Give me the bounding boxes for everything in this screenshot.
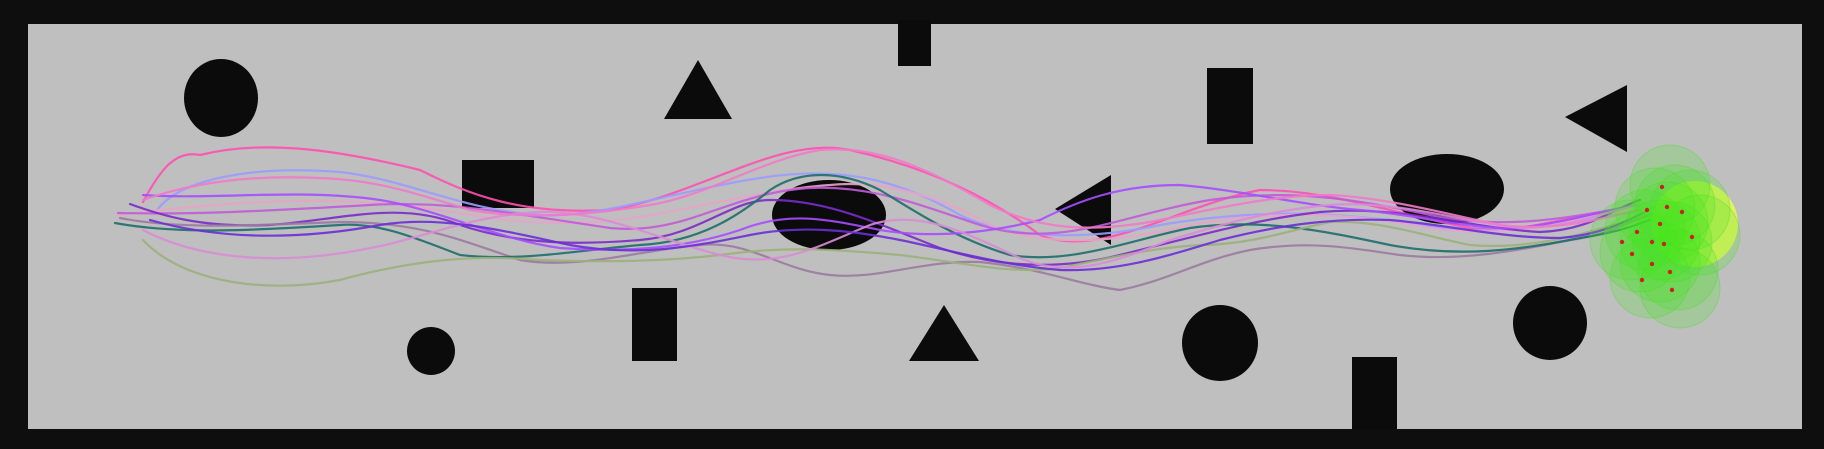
agent-marker (1649, 261, 1655, 267)
agent-disc (1619, 199, 1701, 281)
obstacle-triangle-left (1565, 85, 1627, 152)
obstacle-rectangle (632, 288, 677, 361)
agent-disc (1629, 144, 1711, 226)
agent-disc (1637, 229, 1719, 311)
agent-marker (1634, 229, 1640, 235)
trajectory-path (141, 218, 1632, 287)
agent-marker (1664, 204, 1670, 210)
trajectory-path (128, 198, 1642, 266)
agent-disc (1589, 199, 1671, 281)
agent-marker (1659, 184, 1665, 190)
trajectory-path (141, 148, 1642, 229)
agent-marker (1689, 234, 1695, 240)
agent-disc (1649, 169, 1731, 251)
agents-layer (1589, 144, 1741, 329)
agent-marker (1619, 239, 1625, 245)
goal-region (1652, 181, 1738, 267)
agent-marker (1629, 251, 1635, 257)
wall-stub-top (898, 20, 931, 66)
trajectory-path (113, 174, 1652, 259)
agent-marker (1661, 241, 1667, 247)
agent-marker (1667, 269, 1673, 275)
agent-disc (1599, 211, 1681, 293)
trajectory-path (148, 210, 1647, 272)
agent-disc (1614, 167, 1696, 249)
obstacle-triangle-up (909, 305, 979, 361)
obstacle-circle (407, 327, 455, 375)
agent-marker (1679, 209, 1685, 215)
agent-disc (1659, 194, 1741, 276)
agent-marker (1669, 287, 1675, 293)
obstacle-triangle-up (664, 60, 732, 119)
obstacle-ellipse (184, 59, 258, 137)
agent-disc (1609, 237, 1691, 319)
agent-disc (1604, 189, 1686, 271)
obstacle-circle (1182, 305, 1258, 381)
agent-marker (1649, 239, 1655, 245)
trajectory-path (141, 203, 1642, 269)
agent-marker (1644, 207, 1650, 213)
trajectory-path (141, 183, 1642, 251)
obstacle-circle (1513, 286, 1587, 360)
obstacle-rectangle (1207, 68, 1253, 144)
agent-disc (1634, 164, 1716, 246)
agent-marker (1639, 277, 1645, 283)
trajectories-layer (113, 146, 1652, 292)
agent-disc (1639, 247, 1721, 329)
agent-marker (1657, 221, 1663, 227)
wall-stub-bottom (1352, 357, 1397, 429)
agent-disc (1627, 181, 1709, 263)
